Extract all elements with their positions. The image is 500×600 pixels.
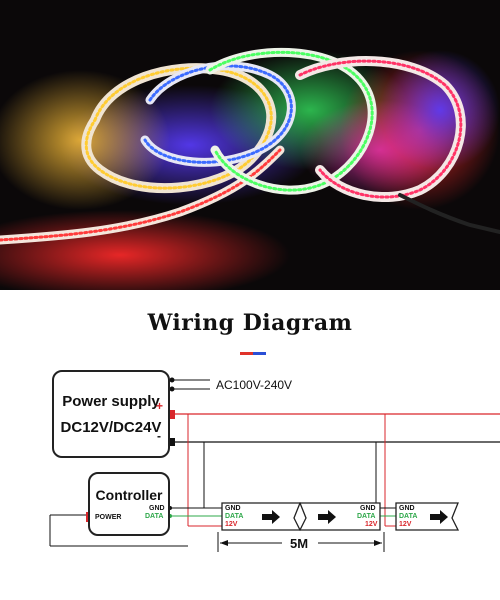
controller-gnd-label: GND [149, 505, 165, 512]
strip2-gnd-label: GND [360, 505, 376, 512]
dim-arrow-left [220, 540, 228, 546]
strip-segment-3 [395, 502, 460, 531]
controller-box: Controller [88, 472, 170, 536]
diagram-title: Wiring Diagram [147, 310, 353, 336]
arrow-3 [430, 510, 448, 524]
strip1-gnd-label: GND [225, 505, 241, 512]
arrow-2 [318, 510, 336, 524]
title-accent-red [240, 352, 253, 355]
controller-data-label: DATA [145, 513, 164, 520]
strip3-data-label: DATA [399, 513, 418, 520]
strip2-12v-label: 12V [365, 521, 378, 528]
power-supply-label: Power supply [62, 393, 160, 410]
led-strip-photo [0, 0, 500, 290]
strip3-gnd-label: GND [399, 505, 415, 512]
strip2-data-label: DATA [357, 513, 376, 520]
ac-terminal-1 [169, 377, 175, 383]
controller-label: Controller [95, 487, 163, 503]
wiring-diagram: Power supply DC12V/DC24V + - AC100V-240V… [0, 360, 500, 600]
strip-segment-1 [221, 502, 302, 531]
wiring-lines [49, 377, 500, 552]
plus-terminal [168, 410, 175, 419]
length-label: 5M [290, 536, 309, 551]
ac-input-label: AC100V-240V [216, 378, 293, 392]
plus-label: + [156, 399, 164, 413]
ac-terminal-2 [169, 386, 175, 392]
strip3-12v-label: 12V [399, 521, 412, 528]
strip-segment-2 [298, 502, 381, 531]
arrow-1 [262, 510, 280, 524]
power-supply-voltage: DC12V/DC24V [60, 419, 162, 436]
power-supply-box: Power supply DC12V/DC24V [52, 370, 170, 458]
strip1-data-label: DATA [225, 513, 244, 520]
flow-arrows [262, 510, 448, 524]
controller-power-label: POWER [95, 514, 122, 521]
minus-label: - [157, 429, 161, 443]
minus-terminal [168, 438, 175, 446]
dim-arrow-right [374, 540, 382, 546]
title-accent-blue [253, 352, 266, 355]
strip1-12v-label: 12V [225, 521, 238, 528]
